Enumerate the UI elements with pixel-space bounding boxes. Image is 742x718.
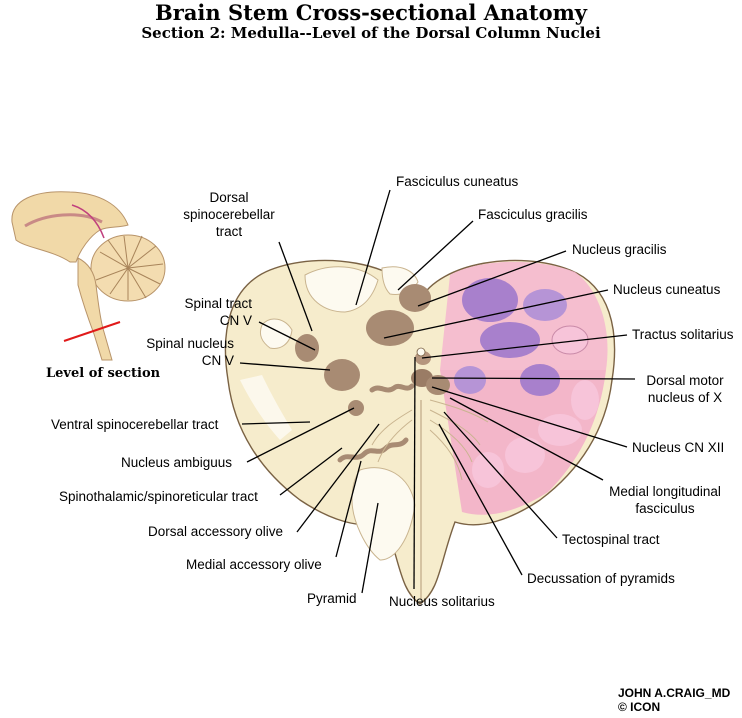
label-dorsal-motor-nucleus-x: Dorsal motor nucleus of X [632, 372, 738, 406]
label-ventral-spinocerebellar-tract: Ventral spinocerebellar tract [51, 417, 219, 432]
artist-signature: JOHN A.CRAIG_MD © ICON [618, 686, 730, 714]
signature-line: JOHN A.CRAIG_MD [618, 686, 731, 700]
signature-line: © ICON [618, 700, 661, 714]
label-line: Dorsal [209, 190, 249, 205]
label-spinothalamic-tract: Spinothalamic/spinoreticular tract [59, 489, 258, 504]
label-line: spinocerebellar [183, 207, 275, 222]
label-medial-longitudinal-fasciculus: Medial longitudinal fasciculus [596, 483, 734, 517]
sagittal-brain-inset [11, 191, 166, 361]
label-line: Spinal tract [184, 296, 252, 311]
label-line: CN V [219, 313, 252, 328]
label-nucleus-gracilis: Nucleus gracilis [572, 242, 667, 257]
label-tractus-solitarius: Tractus solitarius [632, 327, 734, 342]
page-subtitle: Section 2: Medulla--Level of the Dorsal … [141, 24, 601, 42]
page-title: Brain Stem Cross-sectional Anatomy [155, 0, 587, 25]
label-tectospinal-tract: Tectospinal tract [562, 532, 660, 547]
label-line: Dorsal motor [646, 373, 724, 388]
label-spinal-tract-cnv: Spinal tract CN V [150, 295, 252, 329]
label-dorsal-accessory-olive: Dorsal accessory olive [148, 524, 284, 539]
label-nucleus-cuneatus: Nucleus cuneatus [613, 282, 721, 297]
label-decussation-of-pyramids: Decussation of pyramids [527, 571, 675, 586]
label-nucleus-solitarius: Nucleus solitarius [389, 594, 495, 609]
label-line: tract [215, 224, 243, 239]
label-nucleus-ambiguus: Nucleus ambiguus [121, 455, 233, 470]
label-line: fasciculus [635, 501, 695, 516]
label-line: Medial longitudinal [609, 484, 721, 499]
label-medial-accessory-olive: Medial accessory olive [186, 557, 322, 572]
label-line: nucleus of X [647, 390, 723, 405]
label-spinal-nucleus-cnv: Spinal nucleus CN V [120, 335, 234, 369]
label-dorsal-spinocerebellar-tract: Dorsal spinocerebellar tract [170, 189, 288, 240]
label-fasciculus-cuneatus: Fasciculus cuneatus [396, 174, 519, 189]
medulla-section [224, 259, 616, 605]
label-nucleus-cn-xii: Nucleus CN XII [632, 440, 725, 455]
label-pyramid: Pyramid [307, 591, 357, 606]
level-of-section-caption: Level of section [46, 366, 161, 381]
label-line: CN V [201, 353, 234, 368]
label-line: Spinal nucleus [146, 336, 234, 351]
label-fasciculus-gracilis: Fasciculus gracilis [478, 207, 588, 222]
leader-lines [239, 189, 636, 594]
